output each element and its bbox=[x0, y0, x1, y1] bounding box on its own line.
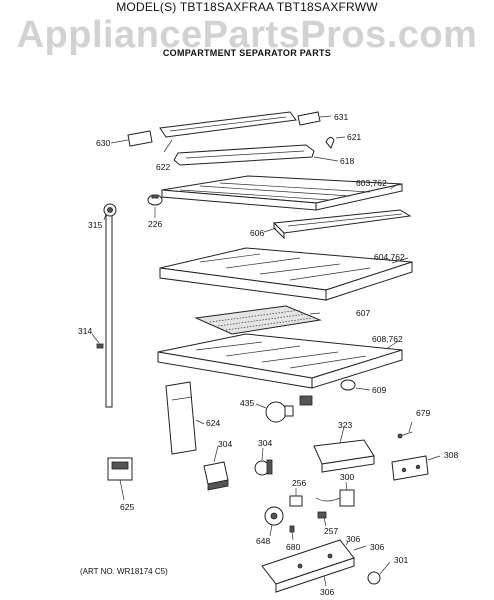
part-226[interactable] bbox=[147, 194, 163, 206]
part-435[interactable] bbox=[265, 395, 313, 423]
callout-625: 625 bbox=[120, 502, 134, 512]
leader-lines bbox=[91, 115, 441, 587]
callout-608-762: 608,762 bbox=[372, 334, 403, 344]
part-306[interactable] bbox=[261, 539, 355, 593]
part-622[interactable] bbox=[159, 111, 297, 138]
part-304-b[interactable] bbox=[254, 459, 273, 476]
callout-609: 609 bbox=[372, 385, 386, 395]
part-314[interactable] bbox=[96, 343, 104, 349]
callout-301: 301 bbox=[394, 555, 408, 565]
part-624[interactable] bbox=[165, 381, 197, 455]
callout-306-c: 306 bbox=[320, 587, 334, 597]
part-679[interactable] bbox=[397, 431, 413, 439]
part-607[interactable] bbox=[194, 305, 322, 335]
diagram-subtitle: COMPARTMENT SEPARATOR PARTS bbox=[162, 48, 332, 58]
callout-226: 226 bbox=[148, 219, 162, 229]
part-648[interactable] bbox=[264, 506, 284, 526]
part-300[interactable] bbox=[315, 489, 355, 507]
part-608-762[interactable] bbox=[157, 333, 403, 389]
callout-308: 308 bbox=[444, 450, 458, 460]
callout-606: 606 bbox=[250, 228, 264, 238]
part-606[interactable] bbox=[272, 209, 412, 240]
callout-306-b: 306 bbox=[370, 542, 384, 552]
part-604-762[interactable] bbox=[159, 247, 413, 301]
part-257[interactable] bbox=[317, 511, 327, 519]
part-603-762[interactable] bbox=[161, 175, 403, 211]
callout-304-b: 304 bbox=[258, 438, 272, 448]
part-315[interactable] bbox=[103, 203, 117, 408]
callout-306-a: 306 bbox=[346, 534, 360, 544]
part-323[interactable] bbox=[313, 439, 375, 473]
part-680[interactable] bbox=[289, 525, 295, 533]
callout-300: 300 bbox=[340, 472, 354, 482]
callout-257: 257 bbox=[324, 526, 338, 536]
callout-604-762: 604,762 bbox=[374, 252, 405, 262]
callout-621: 621 bbox=[347, 132, 361, 142]
callout-679: 679 bbox=[416, 408, 430, 418]
callout-624: 624 bbox=[206, 418, 220, 428]
callout-631: 631 bbox=[334, 112, 348, 122]
callout-603-762: 603,762 bbox=[356, 178, 387, 188]
part-625[interactable] bbox=[107, 457, 133, 481]
callout-314: 314 bbox=[78, 326, 92, 336]
part-256[interactable] bbox=[289, 495, 303, 507]
part-304-a[interactable] bbox=[203, 461, 229, 491]
callout-304-a: 304 bbox=[218, 439, 232, 449]
part-308[interactable] bbox=[391, 455, 429, 481]
watermark: AppliancePartsPros.com bbox=[16, 14, 478, 56]
part-621[interactable] bbox=[325, 136, 335, 149]
part-301[interactable] bbox=[367, 571, 381, 585]
callout-labels: 631 630 621 622 618 603,762 226 315 606 … bbox=[78, 112, 458, 597]
callout-323: 323 bbox=[338, 420, 352, 430]
part-618[interactable] bbox=[173, 144, 315, 166]
callout-680: 680 bbox=[286, 542, 300, 552]
model-title: MODEL(S) TBT18SAXFRAA TBT18SAXFRWW bbox=[116, 0, 378, 14]
callout-648: 648 bbox=[256, 536, 270, 546]
callout-256: 256 bbox=[292, 478, 306, 488]
part-631[interactable] bbox=[297, 111, 321, 126]
part-609[interactable] bbox=[340, 379, 356, 391]
art-number: (ART NO. WR18174 C5) bbox=[80, 567, 168, 576]
part-630[interactable] bbox=[127, 130, 153, 147]
callout-622: 622 bbox=[156, 162, 170, 172]
callout-435: 435 bbox=[240, 398, 254, 408]
callout-607: 607 bbox=[356, 308, 370, 318]
callout-618: 618 bbox=[340, 156, 354, 166]
callout-630: 630 bbox=[96, 138, 110, 148]
callout-315: 315 bbox=[88, 220, 102, 230]
